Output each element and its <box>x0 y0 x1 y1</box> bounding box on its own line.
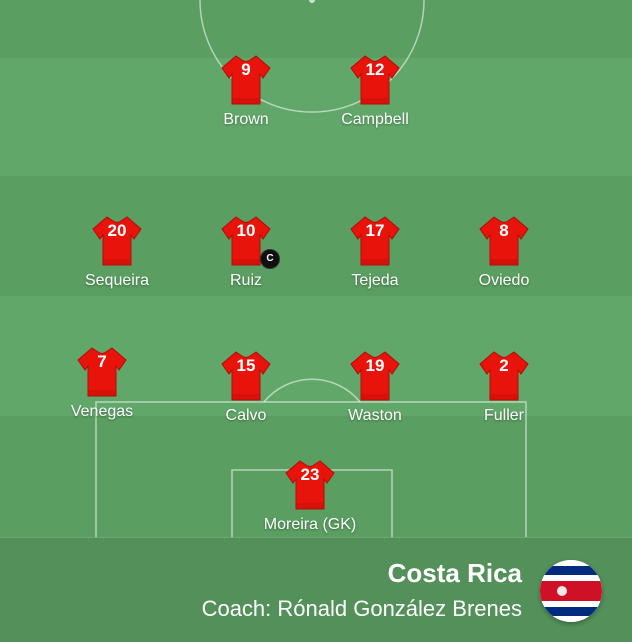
shirt-icon: 7 <box>72 344 132 400</box>
player-name: Sequeira <box>84 272 150 289</box>
player-name: Brown <box>223 111 269 128</box>
player-name: Calvo <box>225 407 267 424</box>
player-waston[interactable]: 19 Waston <box>315 348 435 425</box>
shirt-number: 15 <box>236 356 256 375</box>
shirt-number: 8 <box>499 221 509 240</box>
shirt-number: 23 <box>300 465 320 484</box>
player-fuller[interactable]: 2 Fuller <box>444 348 564 425</box>
player-name: Tejeda <box>351 272 399 289</box>
shirt-number: 20 <box>107 221 127 240</box>
shirt-number: 7 <box>97 352 107 371</box>
shirt-number: 17 <box>365 221 385 240</box>
player-calvo[interactable]: 15 Calvo <box>186 348 306 425</box>
shirt-number: 9 <box>241 60 251 79</box>
shirt-icon: 8 <box>474 213 534 269</box>
captain-badge: C <box>260 249 280 269</box>
team-name: Costa Rica <box>387 558 522 588</box>
shirt-icon: 12 <box>345 52 405 108</box>
player-ruiz[interactable]: 10 C Ruiz <box>186 213 306 290</box>
costa-rica-flag-icon <box>540 560 602 622</box>
player-name: Waston <box>348 407 402 424</box>
shirt-icon: 9 <box>216 52 276 108</box>
shirt-icon: 17 <box>345 213 405 269</box>
player-name: Fuller <box>483 407 524 424</box>
shirt-icon: 2 <box>474 348 534 404</box>
shirt-icon: 23 <box>280 457 340 513</box>
player-venegas[interactable]: 7 Venegas <box>42 344 162 421</box>
player-sequeira[interactable]: 20 Sequeira <box>57 213 177 290</box>
player-name: Venegas <box>70 403 134 420</box>
player-campbell[interactable]: 12 Campbell <box>315 52 435 129</box>
team-footer: Costa Rica Coach: Rónald González Brenes <box>0 537 632 642</box>
player-name: Oviedo <box>478 272 530 289</box>
player-brown[interactable]: 9 Brown <box>186 52 306 129</box>
shirt-number: 2 <box>499 356 509 375</box>
player-oviedo[interactable]: 8 Oviedo <box>444 213 564 290</box>
player-tejeda[interactable]: 17 Tejeda <box>315 213 435 290</box>
shirt-number: 19 <box>365 356 385 375</box>
player-name: Ruiz <box>229 272 262 289</box>
shirt-number: 12 <box>365 60 385 79</box>
player-name: Moreira (GK) <box>263 516 357 533</box>
pitch-stripe <box>0 58 632 176</box>
shirt-icon: 20 <box>87 213 147 269</box>
player-name: Campbell <box>341 111 409 128</box>
shirt-icon: 15 <box>216 348 276 404</box>
coach-name: Coach: Rónald González Brenes <box>201 596 522 621</box>
shirt-number: 10 <box>236 221 256 240</box>
player-moreira[interactable]: 23 Moreira (GK) <box>250 457 370 534</box>
pitch-stripe <box>0 0 632 58</box>
shirt-icon: 10 C <box>216 213 280 269</box>
shirt-icon: 19 <box>345 348 405 404</box>
